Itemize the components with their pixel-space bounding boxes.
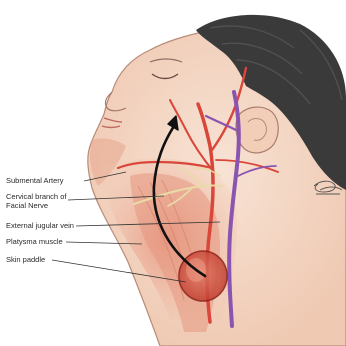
platysma-muscle-label: Platysma muscle: [6, 238, 63, 247]
submental-artery-label: Submental Artery: [6, 177, 64, 186]
cervical-branch-label-line2: Facial Nerve: [6, 202, 66, 211]
cervical-branch-label: Cervical branch of Facial Nerve: [6, 193, 66, 210]
external-jugular-vein-label: External jugular vein: [6, 222, 74, 231]
ear: [236, 107, 278, 153]
skin-paddle-label: Skin paddle: [6, 256, 45, 265]
